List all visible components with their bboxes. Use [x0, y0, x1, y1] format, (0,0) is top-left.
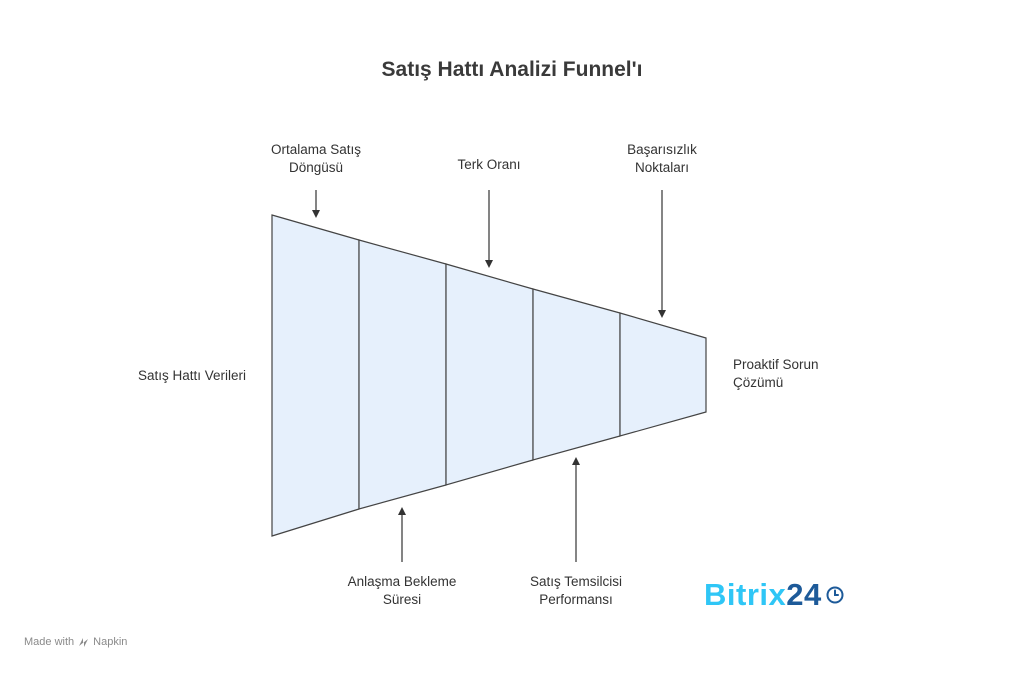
funnel-segment-3: [445, 263, 534, 486]
input-label: Satış Hattı Verileri: [137, 368, 246, 383]
brand-name: Bitrix24: [704, 577, 822, 612]
bottom-label-anlasma: Anlaşma Bekleme Süresi: [347, 574, 457, 607]
funnel-segment-4: [532, 288, 621, 461]
napkin-text: Napkin: [93, 636, 128, 648]
top-label-terk: Terk Oranı: [457, 157, 521, 172]
diagram-title: Satış Hattı Analizi Funnel'ı: [381, 58, 643, 81]
bottom-label-temsilci: Satış Temsilcisi Performansı: [529, 574, 623, 607]
made-with-napkin: Made with Napkin: [24, 636, 127, 648]
made-with-text: Made with: [24, 636, 75, 648]
output-label: Proaktif Sorun Çözümü: [733, 357, 819, 390]
funnel-segment-2: [358, 239, 447, 510]
top-label-ortalama: Ortalama Satış Döngüsü: [270, 142, 362, 175]
clock-icon: [826, 586, 844, 604]
funnel-segment-1: [271, 214, 360, 537]
top-label-basarisizlik: Başarısızlık Noktaları: [627, 142, 697, 175]
funnel-segment-5: [619, 312, 707, 437]
napkin-logo-icon: [79, 637, 89, 647]
bitrix24-logo: Bitrix24: [704, 577, 845, 613]
